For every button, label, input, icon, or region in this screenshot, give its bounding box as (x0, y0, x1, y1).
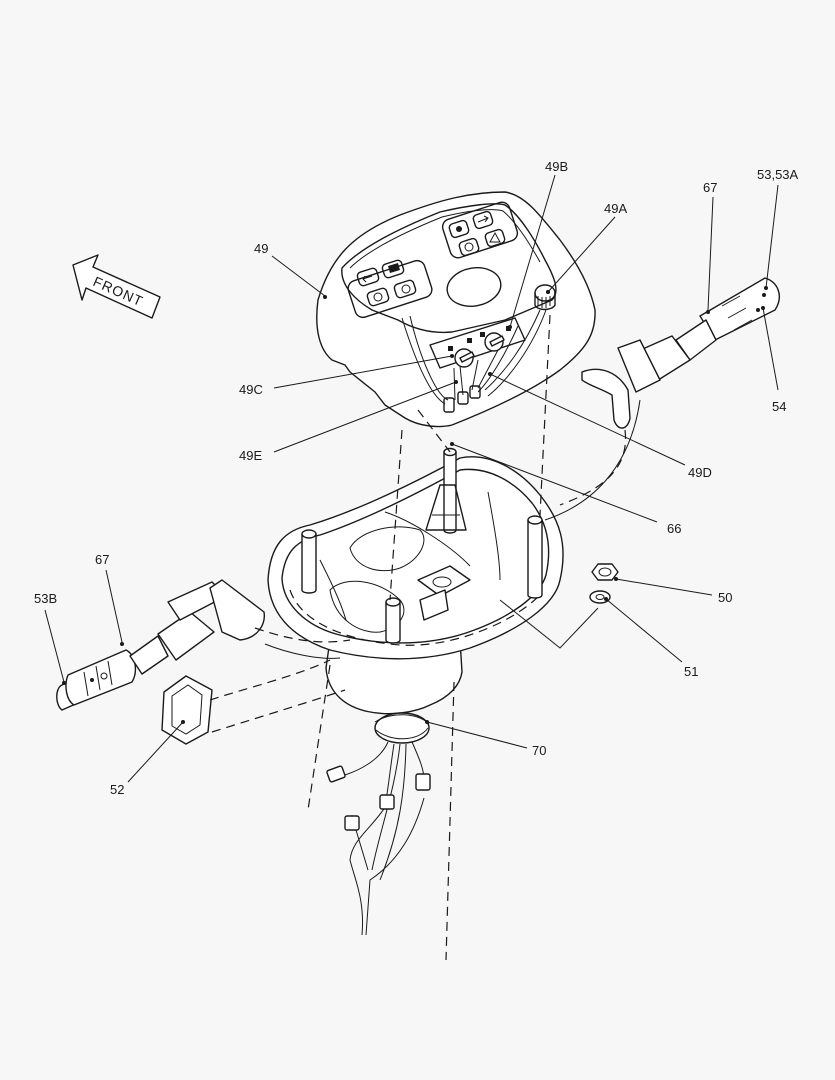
control-console-cover (316, 191, 596, 428)
callout-53-53A: 53,53A (757, 167, 799, 182)
base-housing (267, 447, 564, 715)
leader-lines (44, 174, 779, 783)
callout-50: 50 (718, 590, 732, 605)
console-wiring (401, 309, 547, 405)
callout-67-right: 67 (703, 180, 717, 195)
callout-52: 52 (110, 782, 124, 797)
right-switch-stalk (581, 277, 780, 429)
callout-66: 66 (667, 521, 681, 536)
wire-harness (326, 712, 431, 936)
callout-49B: 49B (545, 159, 568, 174)
callout-49A: 49A (604, 201, 627, 216)
callout-51: 51 (684, 664, 698, 679)
callout-49C: 49C (239, 382, 263, 397)
grommet (161, 675, 213, 745)
nut-and-washer (589, 563, 619, 604)
left-switch-stalk (56, 579, 265, 711)
callout-49: 49 (254, 241, 268, 256)
callout-67-left: 67 (95, 552, 109, 567)
callout-labels: 49 49B 49A 49C 49E 49D 66 50 51 70 52 67… (34, 159, 799, 797)
callout-54: 54 (772, 399, 786, 414)
assembly-dashed-lines (209, 314, 641, 961)
callout-53B: 53B (34, 591, 57, 606)
callout-49D: 49D (688, 465, 712, 480)
callout-49E: 49E (239, 448, 262, 463)
callout-70: 70 (532, 743, 546, 758)
front-direction-arrow: FRONT (72, 254, 161, 319)
